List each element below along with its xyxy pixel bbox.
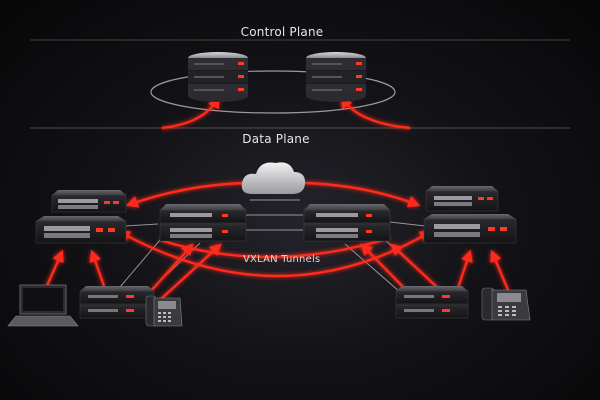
ip-phone-icon	[481, 287, 531, 321]
tunnel-arrow-top-left	[125, 181, 246, 208]
data-plane-label: Data Plane	[242, 132, 310, 146]
uplink-arrow-phone-left	[151, 243, 194, 291]
laptop-icon	[7, 284, 79, 327]
control-feed-arrow-right	[340, 95, 411, 130]
tunnel-arrow-top-right	[304, 181, 421, 208]
switch-icon	[425, 186, 499, 212]
leaf-left-bottom	[35, 216, 127, 244]
link-line	[124, 223, 159, 227]
tunnel-arrows	[43, 95, 510, 301]
link-line	[344, 243, 401, 293]
control-plane-label: Control Plane	[240, 25, 324, 39]
control-feed-arrow-left	[161, 95, 220, 130]
server-stack-icon	[188, 52, 248, 102]
vxlan-tunnels-label: VXLAN Tunnels	[243, 254, 321, 265]
switch-icon	[303, 204, 391, 242]
switch-icon	[51, 190, 127, 213]
leaf-left-top	[51, 190, 127, 213]
phone-left	[145, 295, 183, 327]
server-icon	[395, 286, 469, 319]
server-icon	[79, 286, 155, 319]
switch-icon	[159, 204, 247, 242]
cloud-icon	[241, 162, 306, 194]
uplink-arrow-server-left	[89, 249, 106, 287]
uplink-arrow-spine-left	[159, 243, 222, 301]
leaf-right-bottom	[423, 214, 517, 244]
spine-2	[303, 204, 391, 242]
ip-phone-icon	[145, 295, 183, 327]
server-right	[395, 286, 469, 319]
spine-1	[159, 204, 247, 242]
leaf-right-top	[425, 186, 499, 212]
controller-2	[306, 52, 366, 102]
link-line	[389, 221, 426, 227]
uplink-arrow-leaf-right	[390, 243, 441, 291]
phone-right	[481, 287, 531, 321]
laptop	[7, 284, 79, 327]
controller-1	[188, 52, 248, 102]
uplink-arrow-phone-right	[490, 249, 510, 291]
server-stack-icon	[306, 52, 366, 102]
switch-icon	[423, 214, 517, 244]
switch-icon	[35, 216, 127, 244]
uplink-arrow-server-right	[456, 249, 473, 289]
uplink-arrow-spine-right	[360, 243, 409, 293]
server-left	[79, 286, 155, 319]
cloud	[241, 162, 306, 194]
link-line	[119, 239, 161, 288]
uplink-arrow-laptop	[43, 249, 64, 291]
controller-ring	[150, 70, 396, 114]
